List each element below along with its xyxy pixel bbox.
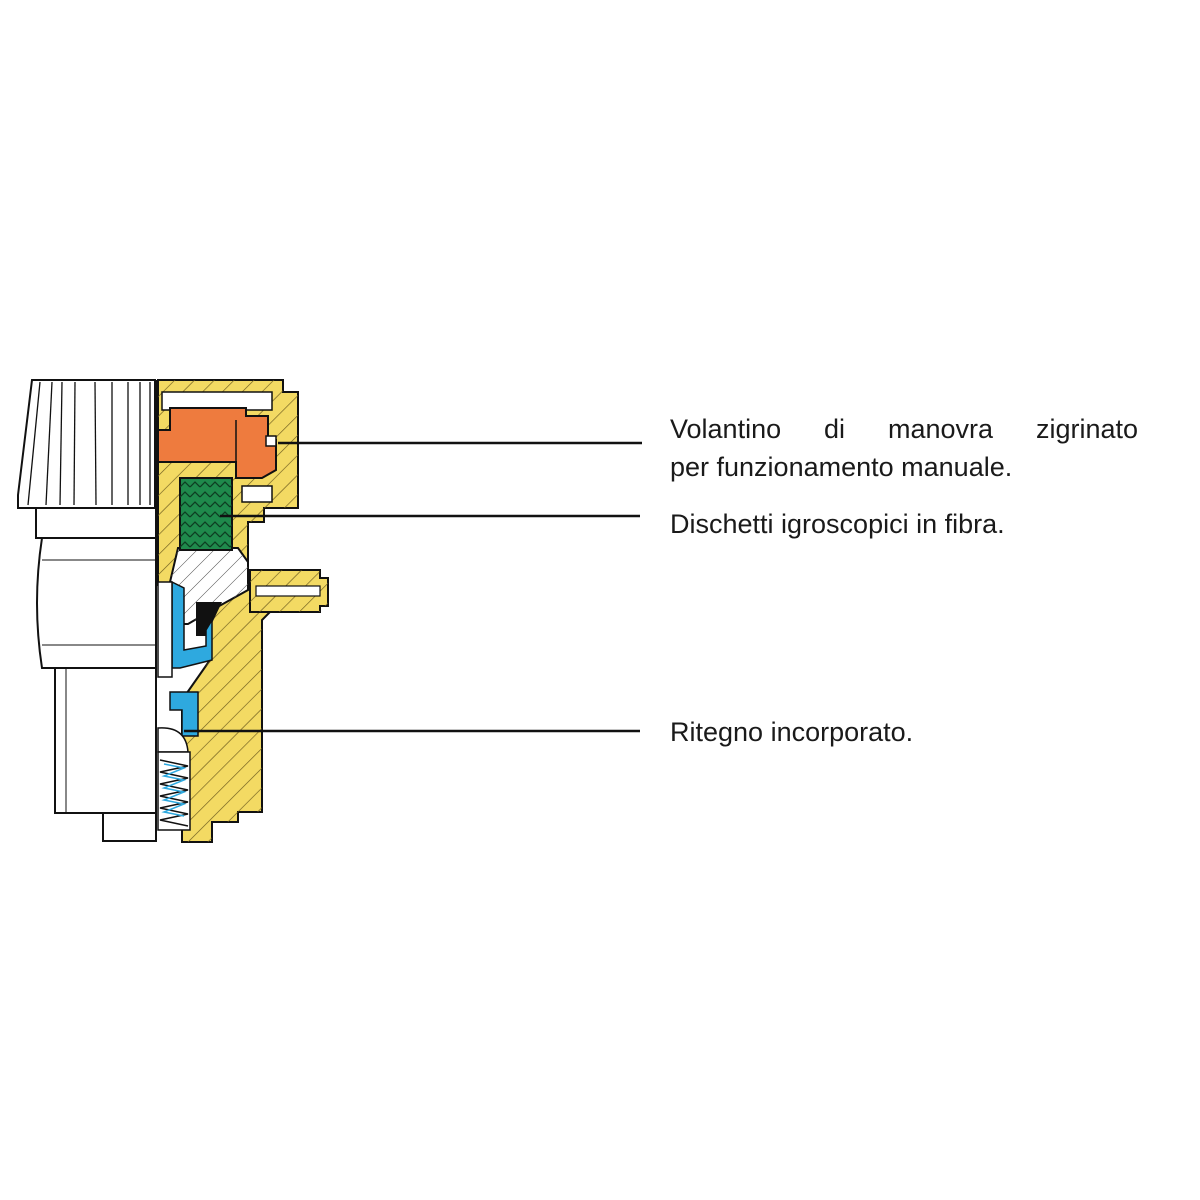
internal-stem <box>168 485 273 625</box>
water-passages <box>157 580 213 737</box>
valve-body-exterior <box>35 380 157 842</box>
black-seal <box>196 602 222 636</box>
callout-label-discs: Dischetti igroscopici in fibra. <box>670 509 1005 539</box>
callout-label-handwheel-line2: per funzionamento manuale. <box>670 452 1013 482</box>
check-valve <box>157 727 191 831</box>
callout-label-handwheel-line1: Volantino di manovra zigrinato <box>670 414 1138 444</box>
handwheel-insert <box>157 407 277 479</box>
callout-label-handwheel: Volantino di manovra zigrinato per funzi… <box>670 410 1138 486</box>
hygroscopic-discs <box>179 477 233 551</box>
knurled-handwheel <box>17 379 156 509</box>
callout-lines <box>184 441 642 733</box>
callout-label-check-valve: Ritegno incorporato. <box>670 717 914 747</box>
